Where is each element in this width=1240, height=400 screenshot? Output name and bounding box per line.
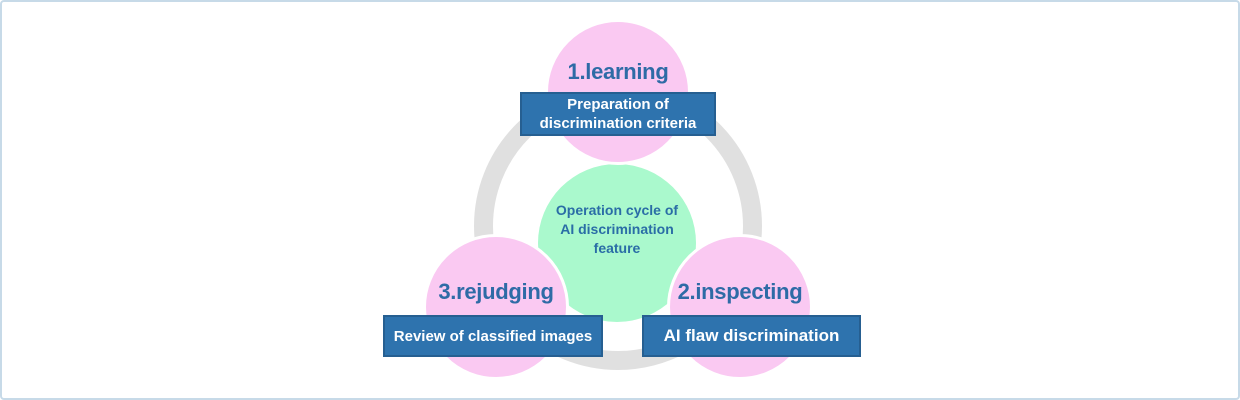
step-3-description-box: Review of classified images	[383, 315, 603, 357]
step-1-description-line-1: Preparation of	[567, 96, 669, 113]
center-label: Operation cycle of AI discrimination fea…	[523, 201, 711, 258]
step-3-title: 3.rejudging	[438, 279, 554, 304]
center-label-line-2: AI discrimination	[560, 221, 674, 237]
step-1-description-line-2: discrimination criteria	[539, 115, 697, 132]
step-2-description-line-1: AI flaw discrimination	[663, 326, 840, 345]
step-2-description-box: AI flaw discrimination	[642, 315, 861, 357]
center-label-line-1: Operation cycle of	[555, 202, 679, 218]
center-label-line-3: feature	[593, 240, 641, 256]
step-1-description-box: Preparation of discrimination criteria	[520, 92, 716, 136]
step-1-title: 1.learning	[567, 59, 669, 84]
step-3-description-line-1: Review of classified images	[393, 327, 593, 345]
step-2-title: 2.inspecting	[677, 279, 803, 304]
